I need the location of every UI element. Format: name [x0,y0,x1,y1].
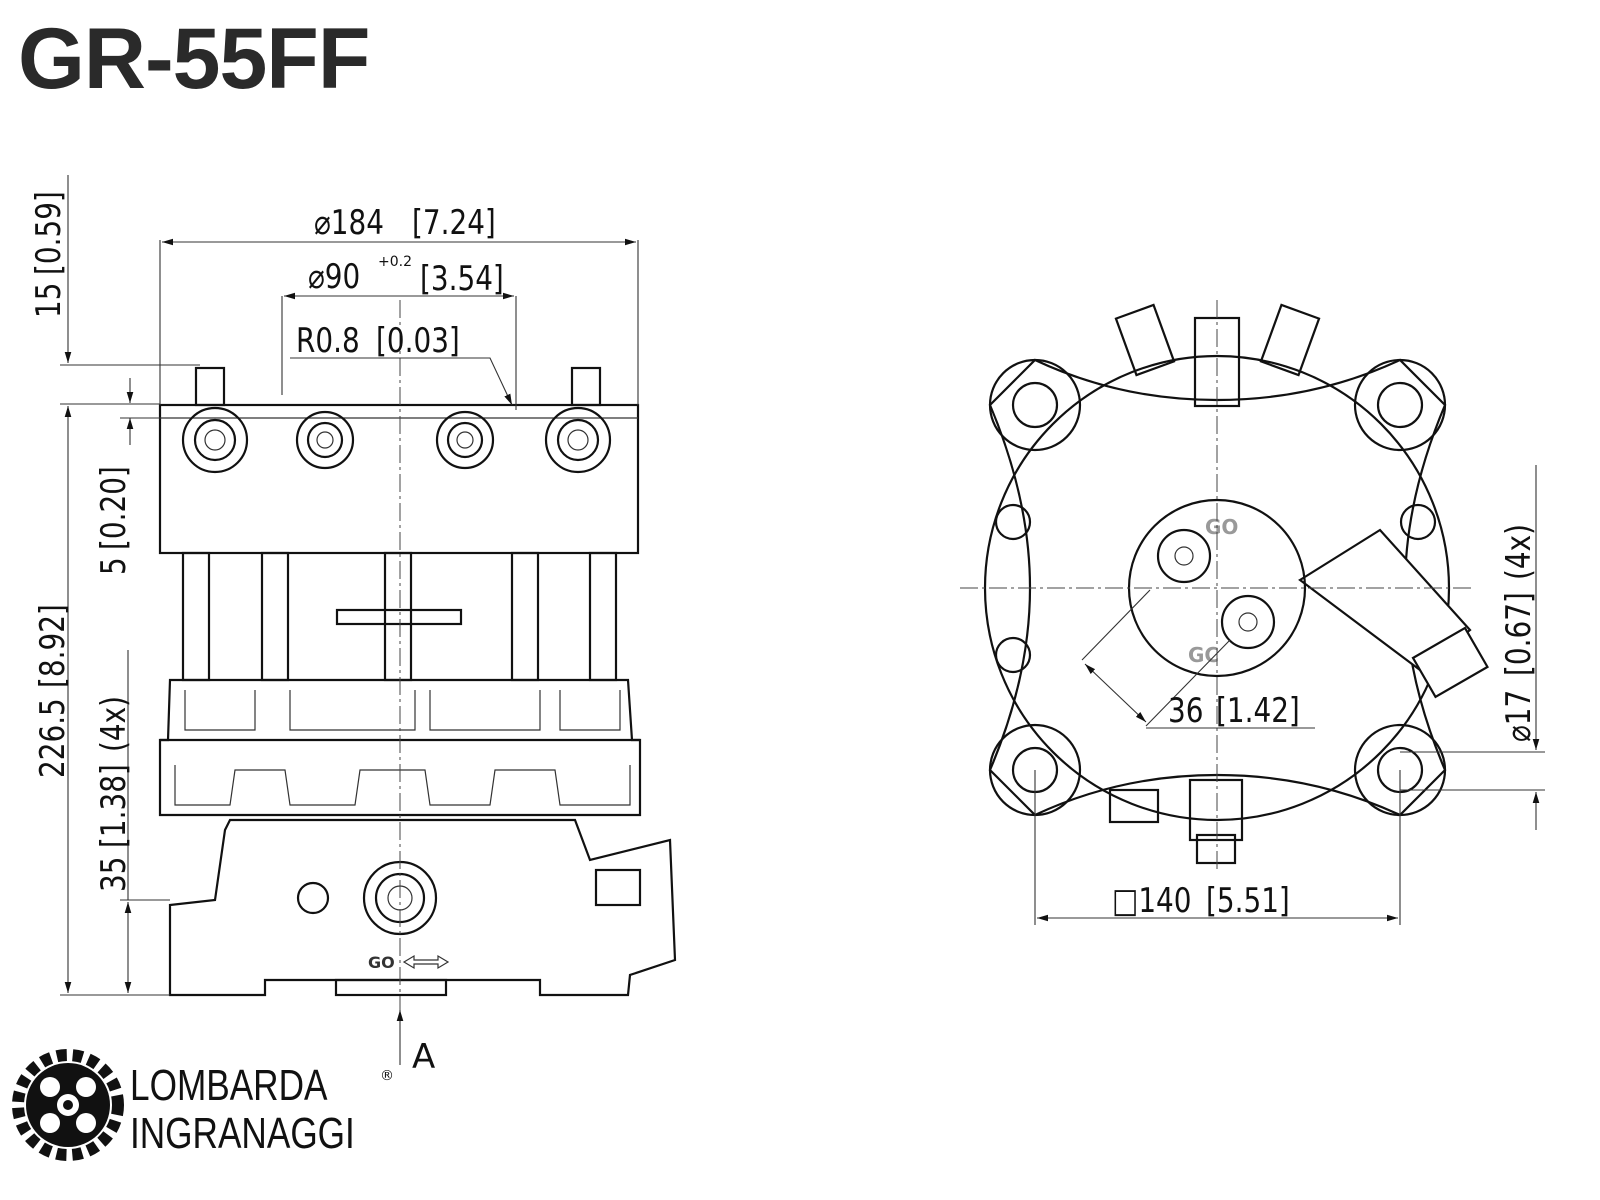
logo-registered-mark: ® [380,1068,394,1084]
dim-port-spacing: 36 [1168,691,1203,730]
dim-hole-in: [0.67] [1499,592,1538,676]
view-label-a: A [412,1037,435,1077]
side-view: GO A ⌀184 [7.24] ⌀90 +0.2 [3.54] R0.8 [0… [29,175,677,1077]
dim-radius-in: [0.03] [376,321,460,360]
dim-base: 35 [94,857,133,892]
logo-line1: LOMBARDA [130,1061,328,1110]
top-view: GO GC 36 [1.42] ⌀17 [0.67] (4x) □140 [5.… [960,300,1545,925]
base-body [168,818,677,997]
page-title: GR-55FF [18,11,370,107]
dim-base-count: (4x) [94,696,133,752]
port-gc: GC [1188,643,1219,667]
valve-block [1298,528,1489,699]
dim-bore-tolerance: +0.2 [378,254,412,270]
dim-square-in: [5.51] [1206,881,1290,920]
fittings [181,406,612,474]
dim-bore-diameter: ⌀90 [308,257,360,296]
gear-logo-icon [12,1049,124,1161]
dim-outer-diameter: ⌀184 [314,203,384,242]
dim-step: 5 [94,557,133,575]
port-label-go: GO [368,953,395,972]
dim-outer-diameter-in: [7.24] [412,203,496,242]
top-fittings [1108,303,1321,865]
dim-top-in: [0.59] [29,191,68,275]
dim-bore-diameter-in: [3.54] [420,259,504,298]
dim-top: 15 [29,283,68,318]
dim-radius: R0.8 [296,321,360,360]
dimensions-vertical: 15 [0.59] 5 [0.20] 226.5 [8.92] 35 [1.38… [29,175,200,996]
dimensions-horizontal: ⌀184 [7.24] ⌀90 +0.2 [3.54] R0.8 [0.03] [159,203,639,410]
dim-square: □140 [1112,881,1192,920]
logo-line2: INGRANAGGI [130,1109,355,1158]
company-logo: LOMBARDA INGRANAGGI ® [12,1049,394,1161]
port-go: GO [1205,515,1238,539]
dim-port-spacing-in: [1.42] [1216,691,1300,730]
dim-base-in: [1.38] [94,764,133,848]
dim-hole-count: (4x) [1499,524,1538,580]
dim-height: 226.5 [33,698,72,778]
dim-step-in: [0.20] [94,466,133,550]
dim-height-in: [8.92] [33,604,72,688]
dim-hole: ⌀17 [1499,690,1538,742]
